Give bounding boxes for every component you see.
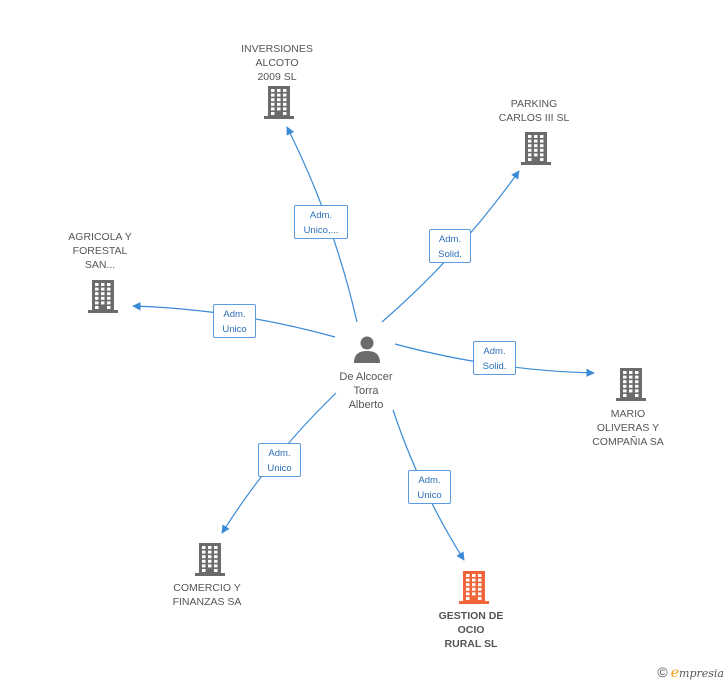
building-icon <box>459 571 489 604</box>
relation-label-line: Adm. <box>418 475 441 486</box>
building-icon <box>616 368 646 401</box>
company-node-inversiones[interactable] <box>263 84 295 125</box>
building-icon <box>195 543 225 576</box>
relation-label-parking[interactable]: Adm. Solid. <box>429 229 471 263</box>
relation-label-mario[interactable]: Adm. Solid. <box>473 341 516 375</box>
company-label-line: SAN... <box>84 259 116 271</box>
brand-name: mpresia <box>679 667 724 680</box>
building-icon <box>264 86 294 119</box>
company-label-mario[interactable]: MARIO OLIVERAS Y COMPAÑIA SA <box>568 407 688 449</box>
company-label-line: INVERSIONES <box>241 43 313 55</box>
company-label-line: FINANZAS SA <box>172 596 242 608</box>
company-label-line: PARKING <box>510 98 558 110</box>
relation-label-line: Solid. <box>482 361 507 372</box>
company-label-line: COMPAÑIA SA <box>592 436 664 448</box>
company-node-parking[interactable] <box>520 130 552 171</box>
relation-label-line: Adm. <box>438 234 462 245</box>
relation-label-line: Unico <box>417 490 442 501</box>
company-label-parking[interactable]: PARKING CARLOS III SL <box>474 97 594 125</box>
person-name[interactable]: De Alcocer Torra Alberto <box>306 370 426 412</box>
person-icon <box>354 336 380 363</box>
company-label-gestion[interactable]: GESTION DE OCIO RURAL SL <box>411 609 531 651</box>
company-label-line: GESTION DE <box>438 610 504 622</box>
relation-label-comercio[interactable]: Adm. Unico <box>258 443 301 477</box>
building-icon <box>88 280 118 313</box>
relation-label-line: Solid. <box>438 249 462 260</box>
company-label-inversiones[interactable]: INVERSIONES ALCOTO 2009 SL <box>217 42 337 84</box>
person-node[interactable] <box>352 334 382 369</box>
building-icon <box>521 132 551 165</box>
company-label-line: OCIO <box>457 624 485 636</box>
company-node-agricola[interactable] <box>87 278 119 319</box>
copyright-symbol: © <box>657 664 668 680</box>
company-label-line: MARIO <box>610 408 646 420</box>
company-label-line: FORESTAL <box>72 245 128 257</box>
empresia-credit[interactable]: ©empresia <box>657 664 724 681</box>
company-label-comercio[interactable]: COMERCIO Y FINANZAS SA <box>147 581 267 609</box>
company-label-line: 2009 SL <box>257 71 297 83</box>
company-label-line: RURAL SL <box>444 638 498 650</box>
company-label-line: COMERCIO Y <box>173 582 241 594</box>
company-label-agricola[interactable]: AGRICOLA Y FORESTAL SAN... <box>40 230 160 272</box>
person-name-line-2: Torra <box>353 385 379 397</box>
company-node-mario[interactable] <box>615 366 647 407</box>
relation-label-inversiones[interactable]: Adm. Unico,... <box>294 205 348 239</box>
company-label-line: CARLOS III SL <box>498 112 570 124</box>
relation-label-line: Unico,... <box>303 225 339 236</box>
relation-label-gestion[interactable]: Adm. Unico <box>408 470 451 504</box>
relation-label-line: Adm. <box>309 210 333 221</box>
relation-label-line: Adm. <box>268 448 291 459</box>
relation-label-line: Adm. <box>483 346 506 357</box>
relation-label-agricola[interactable]: Adm. Unico <box>213 304 256 338</box>
company-label-line: AGRICOLA Y <box>68 231 132 243</box>
company-node-comercio[interactable] <box>194 541 226 582</box>
brand-initial: e <box>670 665 680 681</box>
company-label-line: OLIVERAS Y <box>596 422 660 434</box>
person-name-line-1: De Alcocer <box>339 371 393 383</box>
company-label-line: ALCOTO <box>255 57 299 69</box>
relation-label-line: Unico <box>222 324 247 335</box>
company-node-gestion[interactable] <box>458 569 490 610</box>
person-name-line-3: Alberto <box>348 399 384 411</box>
relation-label-line: Unico <box>267 463 292 474</box>
relation-label-line: Adm. <box>223 309 246 320</box>
